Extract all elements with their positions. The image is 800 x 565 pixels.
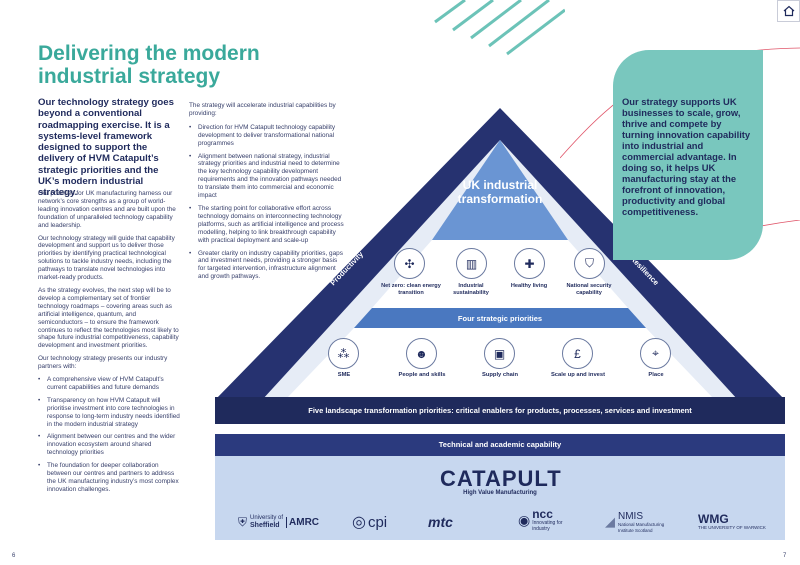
- priority-label: Scale up and invest: [550, 372, 606, 378]
- priority-label: Supply chain: [481, 372, 519, 378]
- body-paragraph: Our technology strategy presents our ind…: [38, 355, 168, 371]
- priority-label: Place: [648, 372, 664, 378]
- list-item: The starting point for collaborative eff…: [189, 205, 344, 245]
- priority-label: People and skills: [398, 372, 446, 378]
- list-item: Alignment between national strategy, ind…: [189, 153, 344, 200]
- nmis-wordmark: NMIS: [618, 511, 643, 523]
- list-item: Direction for HVM Catapult technology ca…: [189, 124, 344, 148]
- title-line-1: Delivering the modern: [38, 42, 260, 65]
- ncc-subtitle: Innovating for industry: [532, 520, 563, 532]
- crest-icon: ⛨: [238, 514, 248, 529]
- wmg-subtitle: THE UNIVERSITY OF WARWICK: [698, 525, 766, 531]
- factory-icon: ▥: [456, 248, 487, 279]
- page-number-right: 7: [783, 553, 787, 559]
- sheffield-logo: ⛨ University of Sheffield AMRC: [238, 510, 319, 534]
- chip-icon: ▣: [484, 338, 515, 369]
- apex-label: UK industrial transformation: [457, 178, 543, 206]
- network-icon: ⁂: [328, 338, 359, 369]
- callout-text: Our strategy supports UK businesses to s…: [622, 96, 751, 217]
- ncc-circle-icon: ◉: [518, 511, 531, 528]
- nmis-subtitle: National Manufacturing Institute Scotlan…: [618, 522, 665, 533]
- capability-band-label: Technical and academic capability: [438, 440, 562, 449]
- list-item: Greater clarity on industry capability p…: [189, 250, 344, 282]
- home-button[interactable]: [777, 0, 800, 22]
- list-item: A comprehensive view of HVM Catapult’s c…: [38, 376, 180, 392]
- sheffield-line-1: University of: [250, 515, 284, 521]
- body-paragraph: The strategy will accelerate industrial …: [189, 102, 336, 117]
- catapult-subtitle: High Value Manufacturing: [463, 490, 537, 496]
- shield-icon: ⛉: [574, 248, 605, 279]
- location-icon: ⌖: [640, 338, 671, 369]
- wind-turbine-icon: ✣: [394, 248, 425, 279]
- health-icon: ✚: [514, 248, 545, 279]
- priority-label: SME: [337, 372, 351, 378]
- page-title: Delivering the modern industrial strateg…: [38, 42, 338, 88]
- foundation-panel: [215, 456, 785, 540]
- ncc-logo: ◉ ncc Innovating for industry: [518, 508, 572, 532]
- pyramid-apex: [432, 140, 568, 240]
- list-item: Transparency on how HVM Catapult will pr…: [38, 397, 180, 429]
- decorative-stripes: [434, 0, 565, 56]
- strategic-priorities-band: [354, 308, 646, 328]
- capabilities-list: Direction for HVM Catapult technology ca…: [189, 124, 344, 281]
- wmg-logo: WMG THE UNIVERSITY OF WARWICK: [698, 510, 766, 534]
- landscape-band: [215, 397, 785, 424]
- capability-band: [215, 434, 785, 456]
- priorities-band-label: Four strategic priorities: [457, 314, 543, 323]
- goal-label: National security capability: [566, 283, 612, 296]
- nmis-logo: ◢ NMIS National Manufacturing Institute …: [605, 510, 668, 534]
- left-body-column: Our priorities for UK manufacturing harn…: [38, 190, 180, 499]
- title-line-2: industrial strategy: [38, 65, 221, 88]
- cpi-wordmark: cpi: [367, 513, 388, 531]
- pound-icon: £: [562, 338, 593, 369]
- body-paragraph: As the strategy evolves, the next step w…: [38, 286, 179, 350]
- list-item: Alignment between our centres and the wi…: [38, 433, 180, 457]
- lead-paragraph: Our technology strategy goes beyond a co…: [38, 97, 174, 199]
- goal-label: Healthy living: [510, 283, 548, 289]
- ncc-wordmark: ncc: [532, 507, 553, 521]
- sheffield-line-2: Sheffield: [250, 522, 280, 529]
- list-item: The foundation for deeper collaboration …: [38, 462, 180, 494]
- catapult-wordmark: CATAPULT: [440, 466, 562, 491]
- middle-body-column: The strategy will accelerate industrial …: [189, 102, 344, 286]
- partner-benefits-list: A comprehensive view of HVM Catapult’s c…: [38, 376, 180, 494]
- landscape-band-label: Five landscape transformation priorities…: [308, 406, 692, 415]
- body-paragraph: Our priorities for UK manufacturing harn…: [38, 190, 176, 229]
- people-icon: ☻: [406, 338, 437, 369]
- separator-strip: [215, 424, 785, 434]
- catapult-logo: CATAPULT High Value Manufacturing: [440, 466, 562, 497]
- callout-panel: [613, 50, 763, 260]
- mtc-wordmark: mtc: [428, 514, 453, 530]
- national-goals-band: [372, 240, 628, 308]
- goal-label: Net zero: clean energy transition: [381, 283, 441, 296]
- page-number-left: 6: [12, 553, 16, 559]
- amrc-wordmark: AMRC: [286, 516, 319, 528]
- goal-label: Industrial sustainability: [453, 283, 489, 296]
- cpi-logo: ◎ cpi: [352, 510, 387, 534]
- mtc-logo: mtc: [428, 510, 453, 534]
- wmg-wordmark: WMG: [698, 512, 729, 527]
- body-paragraph: Our technology strategy will guide that …: [38, 234, 175, 282]
- cpi-circle-icon: ◎: [352, 514, 366, 531]
- nmis-mark-icon: ◢: [605, 514, 615, 529]
- home-icon: [783, 5, 794, 17]
